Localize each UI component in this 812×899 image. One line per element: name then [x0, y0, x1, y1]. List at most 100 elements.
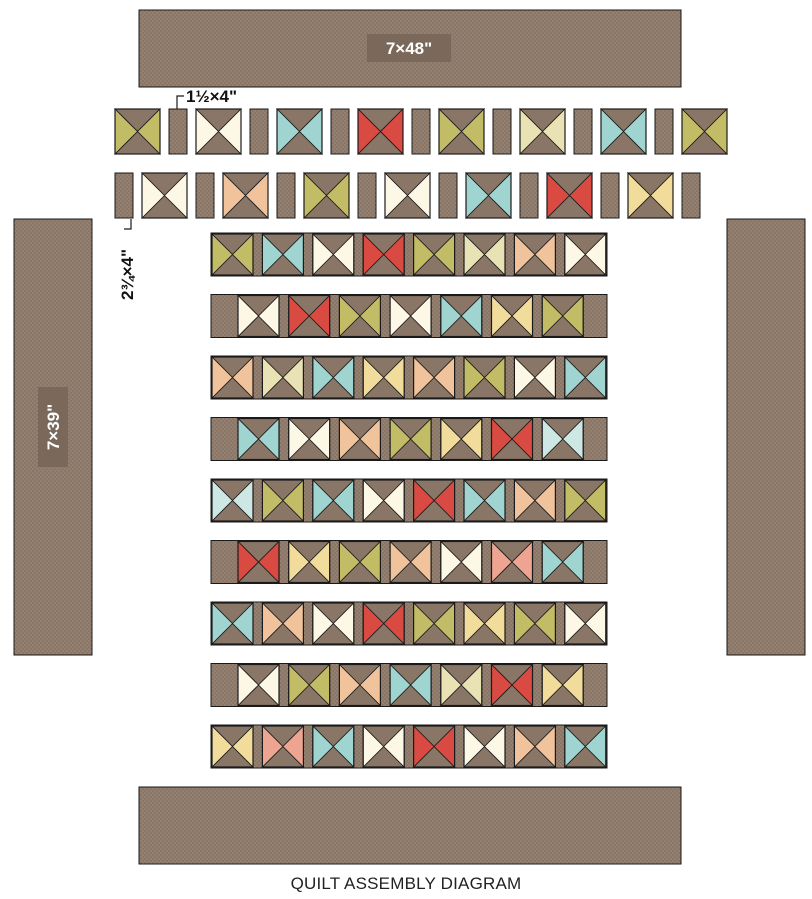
hourglass-block	[682, 109, 727, 154]
hourglass-block	[414, 234, 455, 275]
sashing-small-leader	[177, 96, 184, 109]
hourglass-block	[212, 726, 253, 767]
hourglass-block	[542, 665, 583, 706]
hourglass-block	[363, 357, 404, 398]
hourglass-block	[514, 357, 555, 398]
block-row	[211, 479, 607, 522]
hourglass-block	[142, 173, 187, 218]
hourglass-block	[514, 234, 555, 275]
sashing-strip	[331, 109, 349, 154]
hourglass-block	[363, 480, 404, 521]
hourglass-block	[262, 357, 303, 398]
hourglass-block	[339, 542, 380, 583]
diagram-caption: QUILT ASSEMBLY DIAGRAM	[0, 874, 812, 894]
hourglass-block	[492, 542, 533, 583]
hourglass-block	[212, 357, 253, 398]
hourglass-block	[492, 296, 533, 337]
hourglass-block	[238, 542, 279, 583]
sashing-strip	[250, 109, 268, 154]
hourglass-block	[385, 173, 430, 218]
hourglass-block	[466, 173, 511, 218]
hourglass-block	[313, 234, 354, 275]
hourglass-block	[390, 419, 431, 460]
hourglass-block	[363, 726, 404, 767]
hourglass-block	[441, 665, 482, 706]
hourglass-block	[304, 173, 349, 218]
hourglass-block	[565, 357, 606, 398]
sashing-strip	[196, 173, 214, 218]
sashing-strip	[493, 109, 511, 154]
hourglass-block	[492, 419, 533, 460]
hourglass-block	[414, 603, 455, 644]
hourglass-block	[262, 480, 303, 521]
hourglass-block	[464, 726, 505, 767]
hourglass-block	[601, 109, 646, 154]
hourglass-block	[238, 419, 279, 460]
top-border-label-text: 7×48"	[386, 39, 432, 58]
hourglass-block	[565, 603, 606, 644]
hourglass-block	[390, 665, 431, 706]
block-rows	[211, 233, 607, 768]
hourglass-block	[289, 665, 330, 706]
hourglass-block	[212, 480, 253, 521]
hourglass-block	[542, 542, 583, 583]
sashing-small-callout: 1½×4"	[177, 87, 237, 109]
hourglass-block	[363, 234, 404, 275]
hourglass-block	[313, 603, 354, 644]
sashing-strip	[169, 109, 187, 154]
right-border	[727, 219, 805, 655]
hourglass-block	[441, 542, 482, 583]
hourglass-block	[289, 296, 330, 337]
top-unit-rows	[115, 109, 727, 218]
hourglass-block	[313, 726, 354, 767]
top-border-label: 7×48"	[367, 34, 451, 62]
hourglass-block	[514, 603, 555, 644]
hourglass-block	[565, 480, 606, 521]
hourglass-block	[439, 109, 484, 154]
block-row	[211, 418, 607, 461]
top-unit-row	[115, 109, 727, 154]
hourglass-block	[414, 357, 455, 398]
hourglass-block	[390, 296, 431, 337]
hourglass-block	[514, 726, 555, 767]
hourglass-block	[542, 296, 583, 337]
sashing-small-label: 1½×4"	[186, 87, 237, 106]
sashing-row-leader	[124, 219, 131, 229]
hourglass-block	[414, 480, 455, 521]
hourglass-block	[441, 296, 482, 337]
hourglass-block	[313, 480, 354, 521]
sashing-strip	[655, 109, 673, 154]
hourglass-block	[115, 109, 160, 154]
hourglass-block	[565, 726, 606, 767]
hourglass-block	[238, 296, 279, 337]
sashing-strip	[601, 173, 619, 218]
hourglass-block	[464, 357, 505, 398]
hourglass-block	[262, 726, 303, 767]
block-row	[211, 356, 607, 399]
sashing-strip	[439, 173, 457, 218]
hourglass-block	[565, 234, 606, 275]
hourglass-block	[339, 296, 380, 337]
hourglass-block	[339, 665, 380, 706]
sashing-row-label: 2¾×4"	[118, 249, 137, 300]
hourglass-block	[196, 109, 241, 154]
side-border-label-text: 7×39"	[44, 404, 63, 450]
bottom-border	[139, 787, 681, 864]
hourglass-block	[464, 480, 505, 521]
sashing-strip	[682, 173, 700, 218]
hourglass-block	[441, 419, 482, 460]
hourglass-block	[289, 419, 330, 460]
sashing-strip	[520, 173, 538, 218]
hourglass-block	[212, 603, 253, 644]
sashing-strip	[412, 109, 430, 154]
hourglass-block	[212, 234, 253, 275]
sashing-row-callout: 2¾×4"	[118, 219, 137, 300]
block-row	[211, 725, 607, 768]
block-row	[211, 295, 607, 338]
hourglass-block	[358, 109, 403, 154]
top-unit-row	[115, 173, 700, 218]
hourglass-block	[414, 726, 455, 767]
hourglass-block	[363, 603, 404, 644]
side-border-label: 7×39"	[38, 387, 68, 467]
